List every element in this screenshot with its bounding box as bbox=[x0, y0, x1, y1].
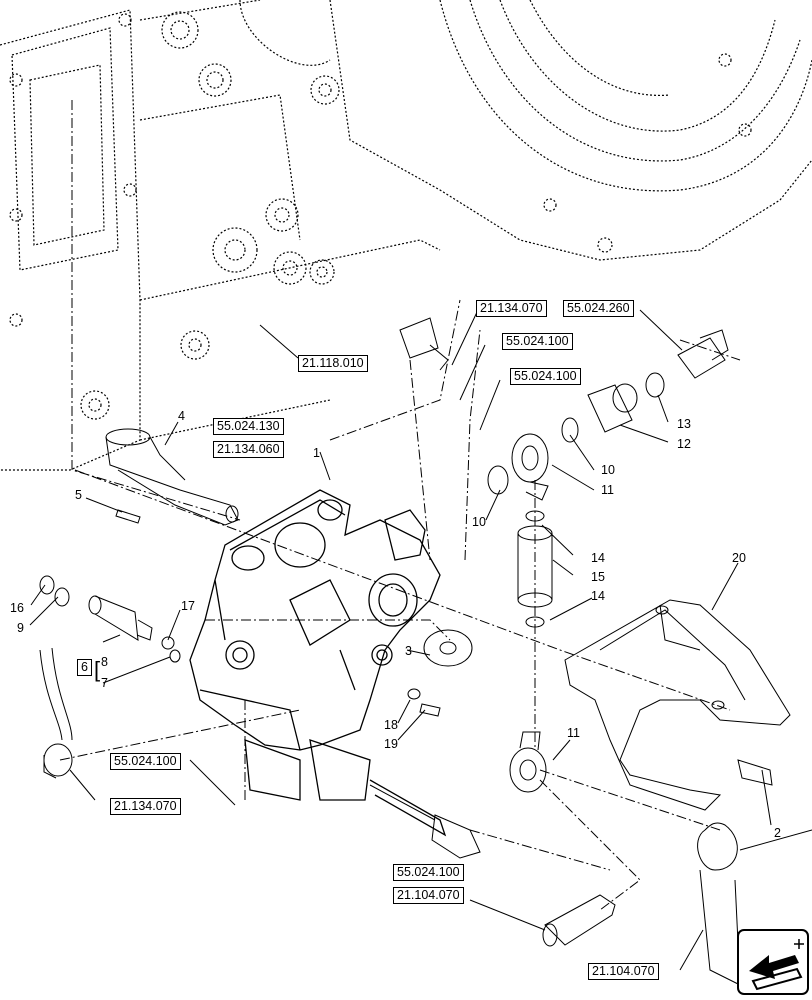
part-18-washer bbox=[407, 688, 421, 700]
part-label-5: 5 bbox=[75, 488, 82, 502]
part-label-13: 13 bbox=[677, 417, 691, 431]
part-label-9: 9 bbox=[17, 621, 24, 635]
assembly-lines bbox=[59, 100, 741, 911]
ref-55-024-100-d[interactable]: 55.024.100 bbox=[393, 864, 464, 881]
ref-21-118-010[interactable]: 21.118.010 bbox=[298, 355, 368, 372]
part-label-11-top: 11 bbox=[601, 483, 614, 497]
part-4-pin bbox=[105, 428, 239, 526]
part-label-14-bottom: 14 bbox=[591, 589, 605, 603]
ref-21-134-060[interactable]: 21.134.060 bbox=[213, 441, 284, 458]
bracket-6: [ bbox=[94, 657, 101, 682]
ref-21-134-070-bottom[interactable]: 21.134.070 bbox=[110, 798, 181, 815]
part-label-17: 17 bbox=[181, 599, 195, 613]
valve-body bbox=[189, 489, 447, 837]
arrow-left-icon bbox=[749, 939, 804, 991]
part-14-ring-top bbox=[525, 510, 545, 522]
fitting-top bbox=[399, 317, 449, 371]
ref-21-104-070-a[interactable]: 21.104.070 bbox=[393, 887, 464, 904]
part-20-bracket bbox=[564, 599, 791, 811]
part-label-2: 2 bbox=[774, 826, 781, 840]
part-label-6: 6 bbox=[77, 659, 92, 676]
part-label-11-bottom: 11 bbox=[567, 726, 580, 740]
cable-connector bbox=[369, 784, 481, 859]
part-10-ring-right bbox=[561, 417, 579, 443]
part-label-8: 8 bbox=[101, 655, 108, 669]
part-15-tube bbox=[517, 525, 553, 608]
part-13-ring bbox=[645, 372, 665, 398]
part-8-sensor bbox=[88, 595, 153, 641]
part-19-screw bbox=[419, 703, 441, 717]
part-7-seal bbox=[169, 649, 181, 663]
part-label-15: 15 bbox=[591, 570, 605, 584]
part-9-ring bbox=[54, 587, 70, 607]
part-3-washer bbox=[423, 629, 473, 667]
nav-back-button[interactable] bbox=[737, 929, 809, 995]
sensor-top-right bbox=[677, 329, 729, 379]
part-label-14-top: 14 bbox=[591, 551, 605, 565]
part-label-3: 3 bbox=[405, 644, 412, 658]
part-5-pin bbox=[115, 509, 141, 524]
ref-21-134-070-top[interactable]: 21.134.070 bbox=[476, 300, 547, 317]
part-label-12: 12 bbox=[677, 437, 691, 451]
part-11-banjo-bottom bbox=[509, 731, 547, 793]
part-label-16: 16 bbox=[10, 601, 24, 615]
ref-55-024-100-a[interactable]: 55.024.100 bbox=[502, 333, 573, 350]
bolt-bottom bbox=[544, 894, 616, 946]
part-label-10-left: 10 bbox=[472, 515, 486, 529]
ref-55-024-260[interactable]: 55.024.260 bbox=[563, 300, 634, 317]
part-label-7: 7 bbox=[101, 676, 108, 690]
part-10-ring bbox=[487, 465, 509, 495]
part-label-1: 1 bbox=[313, 446, 320, 460]
part-label-10-right: 10 bbox=[601, 463, 615, 477]
ref-55-024-100-c[interactable]: 55.024.100 bbox=[110, 753, 181, 770]
part-2-bolt bbox=[737, 759, 773, 786]
ref-55-024-130[interactable]: 55.024.130 bbox=[213, 418, 284, 435]
part-16-ring bbox=[39, 575, 55, 595]
part-11-banjo-top bbox=[511, 433, 549, 501]
hose-left bbox=[39, 647, 73, 779]
leader-lines bbox=[29, 309, 772, 971]
part-12-bolt bbox=[587, 383, 638, 433]
part-label-19: 19 bbox=[384, 737, 398, 751]
part-14-ring-bottom bbox=[525, 616, 545, 628]
part-label-18: 18 bbox=[384, 718, 398, 732]
ref-55-024-100-b[interactable]: 55.024.100 bbox=[510, 368, 581, 385]
ref-21-104-070-b[interactable]: 21.104.070 bbox=[588, 963, 659, 980]
background-housing bbox=[0, 0, 812, 471]
part-label-20: 20 bbox=[732, 551, 746, 565]
part-label-4: 4 bbox=[178, 409, 185, 423]
part-17-ring bbox=[161, 636, 175, 650]
